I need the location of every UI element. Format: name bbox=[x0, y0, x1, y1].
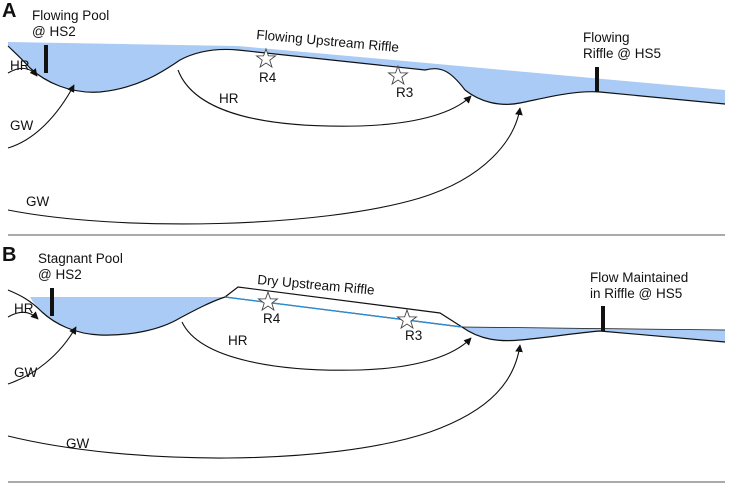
panel-b-streambed bbox=[7, 289, 726, 343]
panel-b-gw-long-label: GW bbox=[66, 436, 90, 451]
panel-b-downstream-label-2: in Riffle @ HS5 bbox=[590, 286, 682, 301]
panel-a-r4-label: R4 bbox=[259, 70, 277, 85]
panel-a-r3-label: R3 bbox=[396, 85, 413, 100]
panel-a-hr-left-label: HR bbox=[10, 58, 30, 73]
panel-b-r4-label: R4 bbox=[263, 311, 281, 326]
panel-b-gw-short-arrow bbox=[7, 326, 77, 385]
panel-b-gw-long-arrow bbox=[7, 344, 523, 459]
panel-b-r3-star bbox=[396, 308, 418, 330]
panel-b-gw-short-label: GW bbox=[14, 365, 38, 380]
panel-b-downstream-label-1: Flow Maintained bbox=[590, 270, 688, 285]
panel-b-upstream-riffle-label: Dry Upstream Riffle bbox=[257, 272, 375, 298]
panel-a-gw-short-arrow bbox=[7, 84, 75, 149]
panel-a-pool-label-1: Flowing Pool bbox=[32, 8, 109, 23]
panel-b-pool-label-2: @ HS2 bbox=[38, 267, 82, 282]
panel-a-r4-star bbox=[255, 47, 277, 69]
panel-b-downstream-water bbox=[462, 327, 725, 342]
panel-a-hr-long-arrow bbox=[177, 69, 472, 127]
panel-b-hr-long-arrow bbox=[181, 321, 472, 371]
panel-a-letter: A bbox=[2, 0, 16, 22]
panel-b-hr-long-label: HR bbox=[228, 333, 248, 348]
panel-a-hr-left-arrow bbox=[7, 67, 38, 77]
panel-b-water-table-line bbox=[224, 296, 463, 328]
panel-a-pool-label-2: @ HS2 bbox=[32, 24, 76, 39]
panel-a-water bbox=[8, 42, 725, 105]
panel-a-streambed bbox=[7, 45, 726, 105]
panel-a-downstream-label-1: Flowing bbox=[583, 30, 630, 45]
panel-a-gw-long-arrow bbox=[7, 107, 523, 225]
panel-a-r3-star bbox=[387, 64, 409, 86]
panel-b-r4-star bbox=[257, 290, 279, 312]
panel-a-gw-short-label: GW bbox=[10, 118, 34, 133]
panel-b-pool-label-1: Stagnant Pool bbox=[38, 251, 123, 266]
panel-b-hr-left-label: HR bbox=[14, 301, 34, 316]
panel-a: A Flowing Pool @ HS2 Flowing Upstream Ri… bbox=[2, 0, 726, 225]
panel-b: B Stagnant Pool @ HS2 Dry Upstream Riffl… bbox=[2, 244, 726, 459]
panel-b-r3-label: R3 bbox=[405, 328, 422, 343]
panel-b-pool-water bbox=[30, 297, 225, 336]
panel-b-hr-left-arrow bbox=[7, 311, 39, 320]
panel-a-downstream-label-2: Riffle @ HS5 bbox=[583, 46, 661, 61]
panel-a-hr-long-label: HR bbox=[219, 91, 239, 106]
panel-b-dry-riffle-outline bbox=[224, 286, 463, 328]
panel-b-downstream-surface bbox=[461, 326, 726, 331]
panel-b-letter: B bbox=[2, 244, 16, 266]
panel-a-gw-long-label: GW bbox=[26, 194, 50, 209]
